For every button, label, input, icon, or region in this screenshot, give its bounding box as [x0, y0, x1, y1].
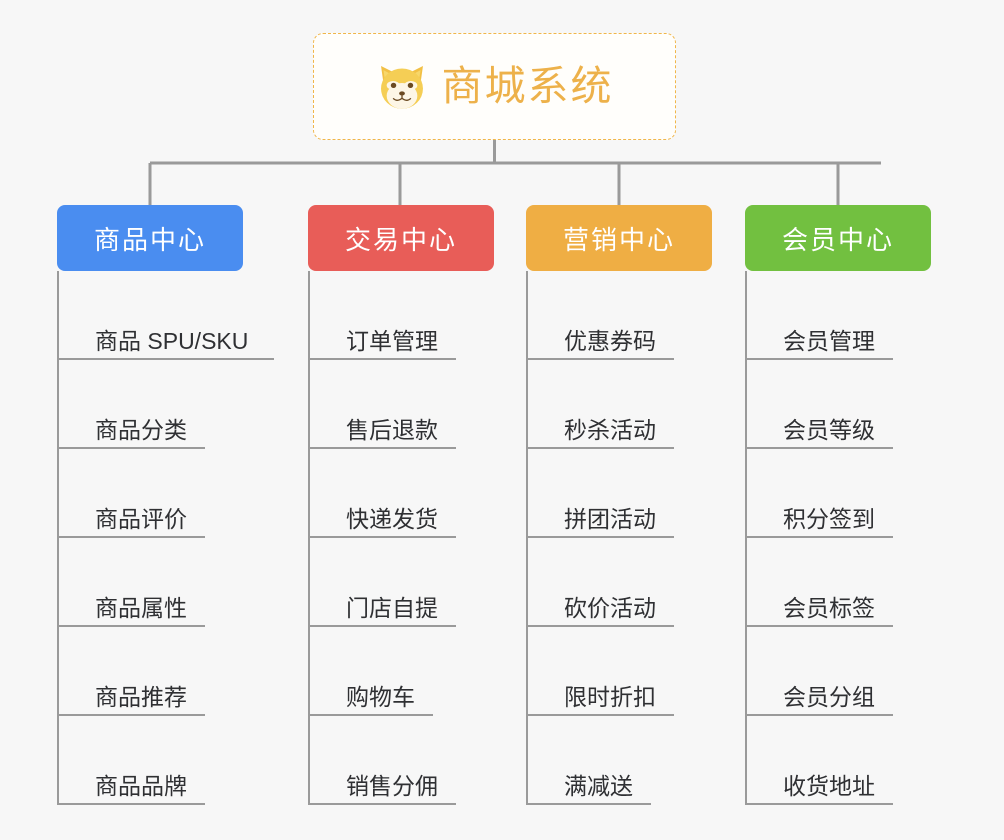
- branch-trunk-marketing-center: [526, 271, 528, 805]
- leaf-item-underline: [526, 358, 674, 360]
- branch-header-product-center[interactable]: 商品中心: [57, 205, 243, 271]
- leaf-item-label: 会员管理: [783, 327, 875, 354]
- leaf-item-label: 订单管理: [346, 327, 438, 354]
- branch-trunk-product-center: [57, 271, 59, 805]
- shiba-dog-face-icon: [376, 62, 428, 112]
- branch-marketing-center: 营销中心优惠券码秒杀活动拼团活动砍价活动限时折扣满减送: [526, 205, 712, 805]
- leaf-item-underline: [308, 803, 456, 805]
- leaf-item-underline: [526, 625, 674, 627]
- leaf-item-underline: [526, 803, 651, 805]
- leaf-item[interactable]: 秒杀活动: [526, 360, 712, 449]
- leaf-item-label: 拼团活动: [564, 505, 656, 532]
- branch-header-trade-center[interactable]: 交易中心: [308, 205, 494, 271]
- leaf-item-label: 砍价活动: [564, 594, 656, 621]
- leaf-item-underline: [308, 358, 456, 360]
- leaf-item-underline: [308, 536, 456, 538]
- leaf-item[interactable]: 会员管理: [745, 271, 931, 360]
- leaf-item-label: 商品品牌: [95, 772, 187, 799]
- leaf-item-label: 商品属性: [95, 594, 187, 621]
- branch-trunk-trade-center: [308, 271, 310, 805]
- leaf-item-underline: [526, 536, 674, 538]
- leaf-item-label: 会员等级: [783, 416, 875, 443]
- leaf-item[interactable]: 会员标签: [745, 538, 931, 627]
- leaf-item-label: 商品分类: [95, 416, 187, 443]
- leaf-item[interactable]: 商品品牌: [57, 716, 243, 805]
- leaf-item[interactable]: 商品 SPU/SKU: [57, 271, 274, 360]
- leaf-item-underline: [526, 447, 674, 449]
- branch-items-product-center: 商品 SPU/SKU 商品分类商品评价商品属性商品推荐商品品牌: [57, 271, 274, 805]
- leaf-item-label: 会员标签: [783, 594, 875, 621]
- leaf-item-label: 商品评价: [95, 505, 187, 532]
- leaf-item-label: 商品 SPU/SKU: [95, 327, 249, 354]
- leaf-item-underline: [745, 714, 893, 716]
- leaf-item-underline: [308, 625, 456, 627]
- leaf-item-label: 积分签到: [783, 505, 875, 532]
- leaf-item-label: 会员分组: [783, 683, 875, 710]
- leaf-item-underline: [57, 625, 205, 627]
- leaf-item-underline: [745, 625, 893, 627]
- leaf-item-label: 商品推荐: [95, 683, 187, 710]
- branch-trunk-member-center: [745, 271, 747, 805]
- leaf-item-label: 收货地址: [783, 772, 875, 799]
- branch-product-center: 商品中心商品 SPU/SKU 商品分类商品评价商品属性商品推荐商品品牌: [57, 205, 274, 805]
- leaf-item[interactable]: 商品分类: [57, 360, 243, 449]
- leaf-item-underline: [745, 447, 893, 449]
- leaf-item-label: 销售分佣: [346, 772, 438, 799]
- leaf-item-underline: [57, 714, 205, 716]
- root-node[interactable]: 商城系统: [313, 33, 676, 140]
- leaf-item-underline: [745, 536, 893, 538]
- branch-member-center: 会员中心会员管理会员等级积分签到会员标签会员分组收货地址: [745, 205, 931, 805]
- leaf-item[interactable]: 快递发货: [308, 449, 494, 538]
- leaf-item-label: 限时折扣: [564, 683, 656, 710]
- leaf-item-label: 购物车: [346, 683, 415, 710]
- branch-trade-center: 交易中心订单管理售后退款快递发货门店自提购物车销售分佣: [308, 205, 494, 805]
- leaf-item-label: 快递发货: [346, 505, 438, 532]
- leaf-item-underline: [745, 358, 893, 360]
- leaf-item-underline: [308, 447, 456, 449]
- leaf-item[interactable]: 满减送: [526, 716, 712, 805]
- branch-items-member-center: 会员管理会员等级积分签到会员标签会员分组收货地址: [745, 271, 931, 805]
- leaf-item[interactable]: 限时折扣: [526, 627, 712, 716]
- leaf-item-underline: [57, 536, 205, 538]
- leaf-item[interactable]: 砍价活动: [526, 538, 712, 627]
- leaf-item-label: 满减送: [564, 772, 633, 799]
- leaf-item-underline: [57, 803, 205, 805]
- leaf-item-label: 售后退款: [346, 416, 438, 443]
- branch-header-marketing-center[interactable]: 营销中心: [526, 205, 712, 271]
- root-title: 商城系统: [441, 63, 614, 109]
- leaf-item[interactable]: 购物车: [308, 627, 494, 716]
- leaf-item-underline: [57, 358, 274, 360]
- leaf-item-underline: [57, 447, 205, 449]
- leaf-item[interactable]: 收货地址: [745, 716, 931, 805]
- leaf-item[interactable]: 售后退款: [308, 360, 494, 449]
- leaf-item-label: 秒杀活动: [564, 416, 656, 443]
- leaf-item[interactable]: 门店自提: [308, 538, 494, 627]
- leaf-item[interactable]: 商品推荐: [57, 627, 243, 716]
- leaf-item[interactable]: 会员等级: [745, 360, 931, 449]
- leaf-item[interactable]: 商品评价: [57, 449, 243, 538]
- leaf-item[interactable]: 优惠券码: [526, 271, 712, 360]
- leaf-item-label: 门店自提: [346, 594, 438, 621]
- branch-items-trade-center: 订单管理售后退款快递发货门店自提购物车销售分佣: [308, 271, 494, 805]
- leaf-item[interactable]: 积分签到: [745, 449, 931, 538]
- leaf-item-underline: [745, 803, 893, 805]
- branch-header-member-center[interactable]: 会员中心: [745, 205, 931, 271]
- leaf-item-underline: [308, 714, 433, 716]
- leaf-item-underline: [526, 714, 674, 716]
- leaf-item[interactable]: 会员分组: [745, 627, 931, 716]
- branch-items-marketing-center: 优惠券码秒杀活动拼团活动砍价活动限时折扣满减送: [526, 271, 712, 805]
- leaf-item[interactable]: 拼团活动: [526, 449, 712, 538]
- leaf-item[interactable]: 销售分佣: [308, 716, 494, 805]
- leaf-item[interactable]: 商品属性: [57, 538, 243, 627]
- leaf-item[interactable]: 订单管理: [308, 271, 494, 360]
- leaf-item-label: 优惠券码: [564, 327, 656, 354]
